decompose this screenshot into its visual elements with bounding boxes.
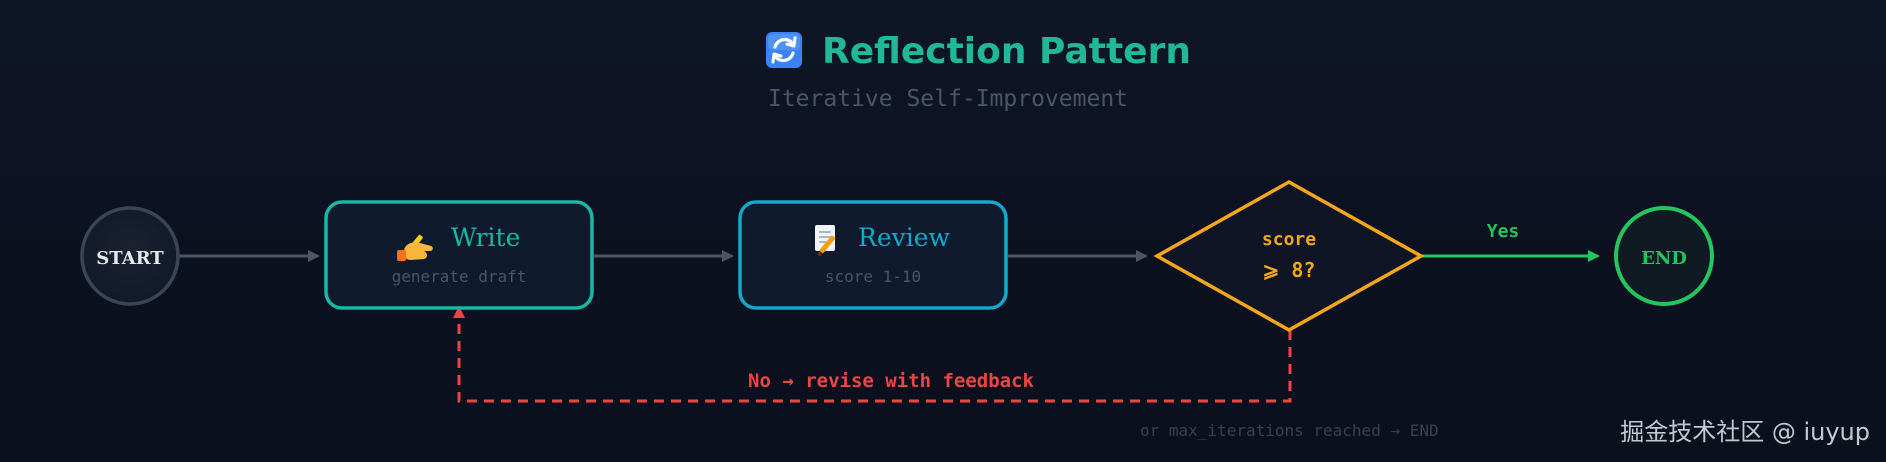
write-subtitle: generate draft (392, 267, 527, 286)
repeat-icon (766, 32, 802, 68)
iteration-note: or max_iterations reached → END (1140, 421, 1439, 440)
yes-label: Yes (1487, 221, 1520, 242)
start-node: START (80, 206, 180, 306)
watermark: 掘金技术社区 @ iuyup (1620, 418, 1870, 446)
write-node: Write generate draft (324, 200, 594, 310)
end-label: END (1641, 248, 1687, 269)
start-label: START (96, 248, 164, 269)
review-subtitle: score 1-10 (825, 267, 921, 286)
decision-line2: ⩾ 8? (1263, 258, 1316, 282)
edge-no-feedback-loop (453, 306, 1292, 403)
decision-line1: score (1262, 229, 1316, 250)
page-subtitle: Iterative Self-Improvement (768, 86, 1128, 112)
writing-hand-icon (397, 234, 433, 261)
end-node: END (1614, 206, 1714, 306)
decision-node: score ⩾ 8? (1153, 179, 1425, 333)
review-title: Review (858, 223, 951, 252)
no-label: No → revise with feedback (748, 370, 1035, 392)
header: Reflection Pattern Iterative Self-Improv… (766, 31, 1191, 112)
page-title: Reflection Pattern (822, 31, 1191, 72)
memo-icon (815, 225, 836, 256)
write-title: Write (451, 223, 520, 252)
review-node: Review score 1-10 (738, 200, 1008, 310)
